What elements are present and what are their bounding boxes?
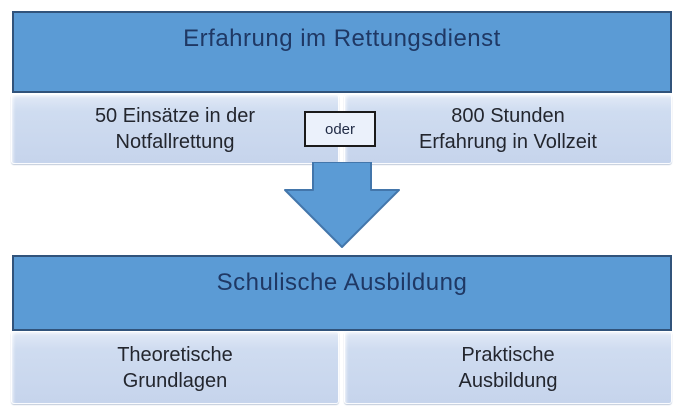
bottom-section-header: Schulische Ausbildung	[12, 255, 672, 331]
requirement-box-einsaetze: 50 Einsätze in der Notfallrettung	[11, 94, 339, 164]
top-section-header: Erfahrung im Rettungsdienst	[12, 11, 672, 93]
oder-connector-box: oder	[304, 111, 376, 147]
bottom-section-title: Schulische Ausbildung	[216, 269, 468, 296]
box-theoretische-grundlagen: Theoretische Grundlagen	[11, 331, 339, 404]
top-section-subrow: 50 Einsätze in der Notfallrettung 800 St…	[11, 94, 672, 164]
top-section-title: Erfahrung im Rettungsdienst	[183, 25, 501, 52]
down-arrow-icon	[282, 161, 402, 250]
box-praktische-ausbildung: Praktische Ausbildung	[344, 331, 672, 404]
requirement-box-stunden: 800 Stunden Erfahrung in Vollzeit	[344, 94, 672, 164]
bottom-section-subrow: Theoretische Grundlagen Praktische Ausbi…	[11, 331, 672, 404]
